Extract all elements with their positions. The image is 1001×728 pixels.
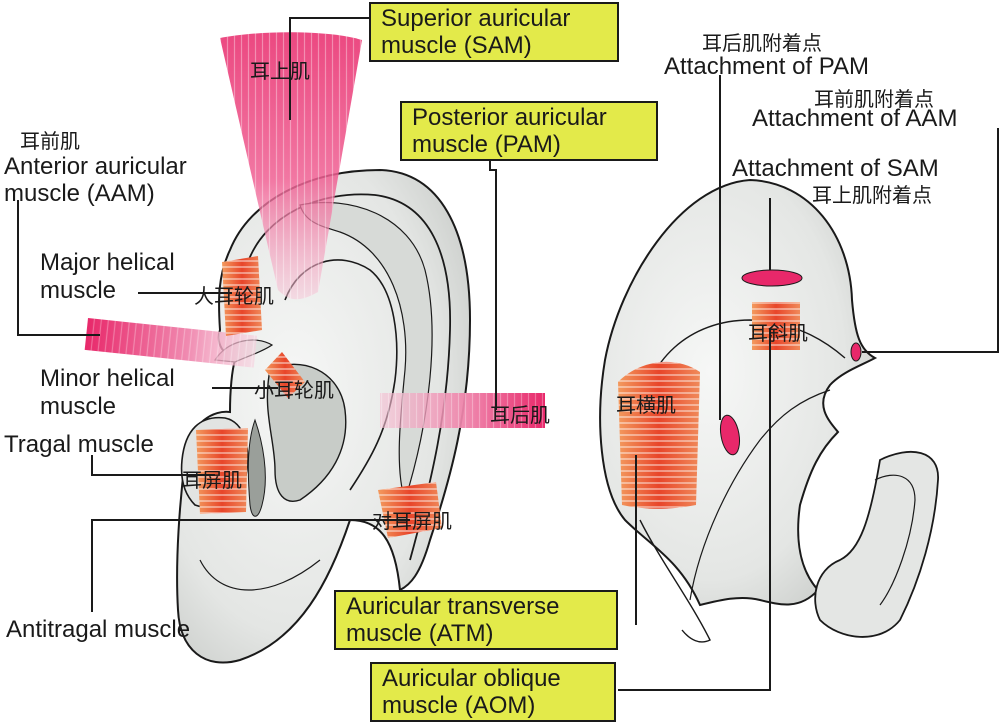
overlay-tragal-cn: 耳屏肌 (182, 468, 242, 492)
label-aam-attach-cn: 耳前肌附着点 (814, 87, 934, 111)
callout-pam-line2: muscle (PAM) (412, 131, 561, 158)
overlay-antitragal-cn: 对耳屏肌 (372, 509, 452, 533)
antihelix (284, 259, 398, 491)
concha (266, 363, 347, 502)
callout-atm-line1: Auricular transverse (346, 593, 560, 620)
leader-tragal (91, 455, 215, 476)
label-minor-line1: Minor helical (40, 365, 175, 392)
label-tragal: Tragal muscle (4, 431, 154, 458)
medial-tail (639, 519, 711, 643)
aam-attachment (850, 342, 862, 362)
medial-ear (599, 178, 939, 643)
label-aam-line1: Anterior auricular (4, 153, 187, 180)
overlay-sam-cn: 耳上肌 (250, 59, 310, 83)
label-pam-attach-en: Attachment of PAM (664, 53, 869, 80)
sam-attachment (741, 269, 803, 287)
overlay-transverse-cn: 耳横肌 (616, 393, 676, 417)
callout-aom-line2: muscle (AOM) (382, 692, 536, 719)
lobule (199, 559, 321, 591)
label-pam-attach-cn: 耳后肌附着点 (702, 31, 822, 55)
label-sam-attach-en: Attachment of SAM (732, 155, 939, 182)
overlay-pam-cn: 耳后肌 (490, 403, 550, 427)
label-minor-line2: muscle (40, 393, 117, 420)
overlay-major-cn: 大耳轮肌 (194, 284, 274, 308)
callout-sam-line1: Superior auricular (381, 5, 571, 32)
callout-aom: Auricular oblique muscle (AOM) (370, 662, 616, 722)
auricular-transverse-muscle (618, 361, 700, 509)
label-aam-cn: 耳前肌 (20, 129, 80, 153)
lateral-ear (84, 32, 545, 664)
overlay-oblique-cn: 耳斜肌 (748, 321, 808, 345)
tragal-muscle (196, 428, 248, 514)
leader-lines (17, 17, 999, 691)
label-aam-line2: muscle (AAM) (4, 180, 155, 207)
callout-atm: Auricular transverse muscle (ATM) (334, 590, 618, 650)
label-major-line2: muscle (40, 277, 117, 304)
label-aam-attach-en: Attachment of AAM (752, 105, 958, 132)
leader-antitragal (91, 519, 410, 612)
scapha (299, 201, 433, 502)
overlay-minor-cn: 小耳轮肌 (254, 378, 334, 402)
leader-aam (17, 200, 100, 336)
antitragal-muscle (378, 482, 442, 538)
callout-aom-line1: Auricular oblique (382, 665, 561, 692)
callout-pam: Posterior auricular muscle (PAM) (400, 101, 658, 161)
anterior-auricular-muscle (84, 317, 258, 368)
posterior-auricular-muscle (380, 393, 545, 428)
leader-aom (618, 328, 771, 691)
label-antitragal: Antitragal muscle (6, 616, 191, 643)
callout-sam-line2: muscle (SAM) (381, 32, 532, 59)
leader-aam-attach (862, 128, 999, 353)
major-helical-muscle (222, 256, 262, 336)
callout-atm-line2: muscle (ATM) (346, 620, 494, 647)
callout-pam-line1: Posterior auricular (412, 104, 607, 131)
auricular-oblique-muscle (752, 302, 800, 350)
minor-helical-muscle (265, 352, 305, 398)
medial-concha (814, 451, 939, 638)
label-major-line1: Major helical (40, 249, 175, 276)
label-sam-attach-cn: 耳上肌附着点 (812, 183, 932, 207)
callout-sam: Superior auricular muscle (SAM) (369, 2, 619, 62)
medial-fold (689, 389, 831, 601)
pam-attachment (719, 414, 741, 456)
leader-pam (489, 160, 497, 410)
leader-sam (289, 17, 370, 120)
